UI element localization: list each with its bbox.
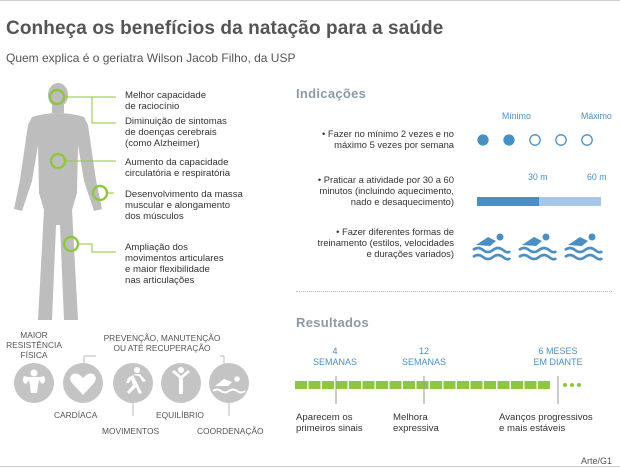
results-title: Resultados bbox=[296, 315, 370, 330]
timeline-block bbox=[511, 381, 523, 389]
section-divider bbox=[296, 291, 612, 292]
benefit-3: Aumento da capacidade circulatória e res… bbox=[125, 157, 231, 179]
prevention-group-label: PREVENÇÃO, MANUTENÇÃO OU ATÉ RECUPERAÇÃO bbox=[103, 333, 221, 353]
duration-text: • Praticar a atividade por 30 a 60 minut… bbox=[317, 174, 454, 207]
timeline-block bbox=[362, 381, 375, 389]
prevention-icons bbox=[14, 355, 249, 416]
timeline-block bbox=[403, 381, 415, 389]
balance-label: EQUILÍBRIO bbox=[156, 410, 204, 420]
timeline-block bbox=[538, 381, 550, 389]
frequency-dots bbox=[477, 134, 593, 146]
bottom-rule bbox=[0, 466, 620, 467]
cardiac-label: CARDÍACA bbox=[54, 410, 98, 420]
heart-marker-icon bbox=[49, 152, 67, 170]
duration-mark-60: 60 m bbox=[587, 172, 607, 182]
timeline-block bbox=[524, 381, 537, 389]
swim-styles-icons bbox=[472, 233, 604, 261]
max-label: Máximo bbox=[581, 111, 612, 121]
milestone-4-weeks: 4 SEMANAS bbox=[312, 346, 357, 367]
swim-style-icon bbox=[518, 233, 558, 261]
milestone-6-months: 6 MESES EM DIANTE bbox=[533, 346, 583, 367]
result-text-1: Aparecem os primeiros sinais bbox=[296, 412, 363, 434]
top-rule bbox=[0, 0, 620, 1]
result-text-3: Avanços progressivos e mais estáveis bbox=[499, 412, 593, 434]
timeline-block bbox=[322, 381, 334, 389]
body-figure-diagram bbox=[14, 83, 116, 320]
timeline-block bbox=[295, 381, 307, 389]
timeline-block bbox=[443, 381, 456, 389]
swim-style-icon bbox=[472, 233, 512, 261]
resistance-label: MAIOR RESISTÊNCIA FÍSICA bbox=[6, 330, 62, 360]
arm-marker-icon bbox=[91, 184, 109, 202]
frequency-dot-empty bbox=[555, 134, 567, 146]
timeline-continuation-dot bbox=[563, 383, 567, 387]
swim-style-icon bbox=[564, 233, 604, 261]
timeline-block bbox=[416, 381, 429, 389]
frequency-dot-filled bbox=[477, 134, 489, 146]
timeline-continuation-dot bbox=[577, 383, 581, 387]
movements-label: MOVIMENTOS bbox=[102, 426, 160, 436]
human-body-icon bbox=[14, 83, 102, 320]
timeline-block bbox=[376, 381, 388, 389]
timeline-block bbox=[308, 381, 321, 389]
timeline-block bbox=[349, 381, 361, 389]
indications-title: Indicações bbox=[296, 86, 367, 101]
brain-marker-icon bbox=[48, 88, 66, 106]
page-subtitle: Quem explica é o geriatra Wilson Jacob F… bbox=[6, 51, 296, 65]
timeline-block bbox=[335, 381, 348, 389]
page-title: Conheça os benefícios da natação para a … bbox=[6, 18, 444, 39]
timeline-continuation-dot bbox=[570, 383, 574, 387]
duration-bar-max bbox=[539, 197, 601, 206]
variety-text: • Fazer diferentes formas de treinamento… bbox=[317, 226, 454, 259]
benefit-4: Desenvolvimento da massa muscular e alon… bbox=[125, 189, 243, 222]
timeline-block bbox=[484, 381, 496, 389]
result-text-2: Melhora expressiva bbox=[393, 412, 439, 434]
timeline-block bbox=[470, 381, 483, 389]
results-timeline bbox=[295, 376, 581, 404]
coordination-label: COORDENAÇÃO bbox=[197, 426, 264, 436]
timeline-block bbox=[389, 381, 402, 389]
benefit-5: Ampliação dos movimentos articulares e m… bbox=[125, 242, 224, 286]
milestone-12-weeks: 12 SEMANAS bbox=[401, 346, 446, 367]
benefit-1: Melhor capacidade de raciocínio bbox=[125, 90, 207, 112]
frequency-dot-empty bbox=[529, 134, 541, 146]
frequency-text: • Fazer no mínimo 2 vezes e no máximo 5 … bbox=[322, 128, 454, 150]
timeline-block bbox=[497, 381, 510, 389]
duration-bar-min bbox=[477, 197, 539, 206]
timeline-block bbox=[457, 381, 469, 389]
min-label: Mínimo bbox=[502, 111, 531, 121]
benefit-2: Diminuição de sintomas de doenças cerebr… bbox=[125, 116, 227, 149]
frequency-dot-empty bbox=[581, 134, 593, 146]
timeline-block bbox=[430, 381, 442, 389]
knee-marker-icon bbox=[62, 235, 80, 253]
credit: Arte/G1 bbox=[580, 456, 612, 466]
duration-mark-30: 30 m bbox=[528, 172, 548, 182]
frequency-dot-filled bbox=[503, 134, 515, 146]
